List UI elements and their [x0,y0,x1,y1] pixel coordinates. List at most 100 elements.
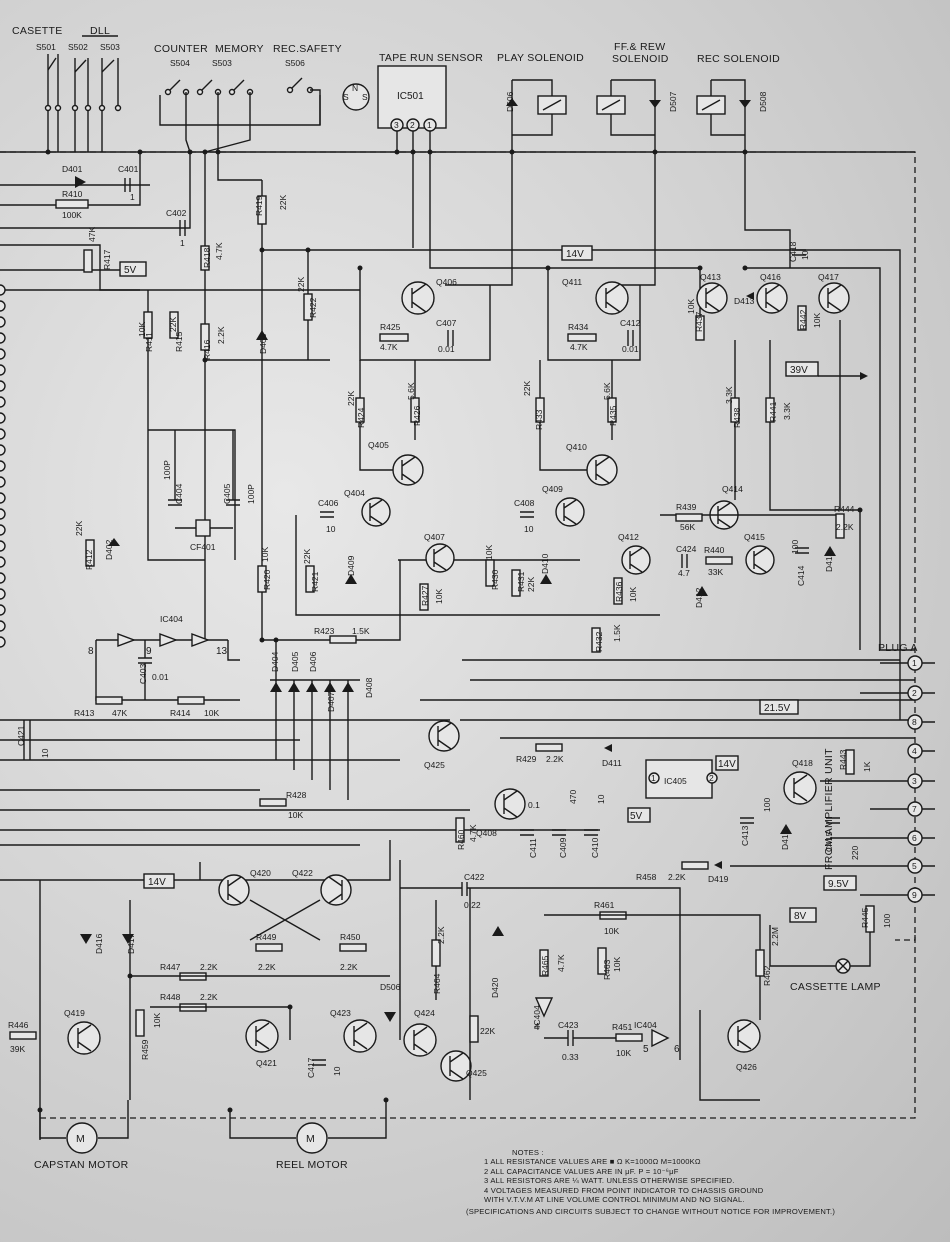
resistor-r427 [419,583,429,611]
svg-text:R440: R440 [704,545,725,555]
svg-text:R432: R432 [594,631,604,652]
diode-d405 [288,682,300,692]
svg-text:4.7K: 4.7K [468,824,478,842]
svg-text:Q425: Q425 [424,760,445,770]
resistor-r-22k [469,1015,479,1043]
svg-text:Q406: Q406 [436,277,457,287]
svg-text:C401: C401 [118,164,139,174]
svg-text:4.7: 4.7 [678,568,690,578]
capacitor-c405 [226,499,240,506]
capacitor-c423 [544,1030,616,1046]
svg-text:Q416: Q416 [760,272,781,282]
svg-text:C402: C402 [166,208,187,218]
svg-text:3: 3 [912,776,917,786]
resistor-r463 [615,1033,643,1042]
svg-text:D508: D508 [758,91,768,112]
tape-run-sensor-label: TAPE RUN SENSOR [379,52,483,64]
transistor-q415 [745,545,775,575]
ceramic-filter-cf401 [195,519,211,537]
note-line-5: WITH V.T.V.M AT LINE VOLUME CONTROL MINI… [484,1195,745,1205]
diode-d414 [824,546,836,556]
motor-control-section: 14V D416 D417 Q420 Q422 R449 2.2K R450 2… [0,840,780,1140]
reel-motor: M REEL MOTOR [229,1100,387,1171]
svg-text:10: 10 [332,1066,342,1076]
ff-rew-label: FF.& REW [614,41,665,53]
svg-text:6: 6 [912,833,917,843]
diode-d406 [306,682,318,692]
svg-text:Q418: Q418 [792,758,813,768]
diode-d410 [540,574,552,584]
note-line-2: 2 ALL CAPACITANCE VALUES ARE IN μF. P = … [484,1166,679,1176]
svg-text:C415: C415 [824,831,834,852]
svg-text:R415: R415 [174,331,184,352]
svg-text:C413: C413 [740,825,750,846]
svg-text:8: 8 [912,717,917,727]
notes-footer: (SPECIFICATIONS AND CIRCUITS SUBJECT TO … [466,1207,836,1217]
svg-text:C404: C404 [174,483,184,504]
capacitor-c417 [312,1059,326,1066]
svg-text:Q419: Q419 [64,1008,85,1018]
transistor-q417 [818,282,850,314]
diode-d412 [696,586,708,596]
svg-text:R459: R459 [140,1039,150,1060]
inverter-gate-2 [159,632,178,648]
svg-text:1: 1 [180,238,185,248]
transistor-q425-b [440,1050,472,1082]
svg-text:100P: 100P [246,484,256,504]
svg-text:C417: C417 [306,1057,316,1078]
svg-text:R430: R430 [490,569,500,590]
s503b-label: S503 [212,58,232,68]
transistor-q419 [67,1021,101,1055]
svg-text:1K: 1K [862,761,872,772]
capacitor-c418 [792,249,806,256]
memory-label: MEMORY [215,43,264,55]
svg-text:10K: 10K [288,810,303,820]
capacitor-c422 [400,882,681,1060]
svg-text:R434: R434 [568,322,589,332]
voltage-14v-c-box [143,873,175,889]
svg-text:D417: D417 [126,933,136,954]
svg-text:R441: R441 [768,401,778,422]
diode-d404 [270,682,282,692]
s506-label: S506 [285,58,305,68]
svg-text:C414: C414 [796,565,806,586]
q411-stage: Q411 R434 4.7K C412 0.01 14V [561,245,641,354]
svg-text:C403: C403 [138,663,148,684]
resistor-r416 [200,323,210,351]
svg-text:10: 10 [326,524,336,534]
voltage-5v-b: 5V [630,811,643,822]
from-amplifier-unit-label: FROM AMPLIFIER UNIT [823,748,835,870]
resistor-r425 [379,333,409,342]
capacitor-c421 [23,720,31,760]
diode-d416 [80,934,92,944]
capacitor-c401 [124,178,131,192]
rec-solenoid-label: REC SOLENOID [697,53,780,65]
note-line-1: 1 ALL RESISTANCE VALUES ARE ■ Ω K=1000Ω … [484,1157,701,1167]
svg-text:Q417: Q417 [818,272,839,282]
svg-text:2.2K: 2.2K [836,522,854,532]
svg-text:C408: C408 [514,498,535,508]
svg-text:10K: 10K [204,708,219,718]
svg-text:22K: 22K [74,521,84,536]
svg-text:100P: 100P [162,460,172,480]
svg-text:1: 1 [651,773,656,783]
svg-text:D415: D415 [780,829,790,850]
ic501-box [377,65,447,129]
voltage-14v-b: 14V [718,759,736,770]
middle-stage: R424 22K R426 5.6K R433 22K R435 5.6K R4… [344,340,792,530]
svg-text:Q404: Q404 [344,488,365,498]
wiring-upper [0,151,915,720]
svg-text:10: 10 [40,748,50,758]
inverter-gate-3 [191,632,210,648]
resistor-r431 [511,569,521,597]
resistor-r443 [845,749,855,775]
transistor-q409 [555,497,585,527]
svg-text:1: 1 [427,120,432,130]
svg-text:22K: 22K [346,391,356,406]
transistor-q408 [494,788,526,820]
ic501-label: IC501 [397,91,424,102]
cassette-label: CASETTE [12,25,63,37]
svg-text:4: 4 [912,746,917,756]
svg-text:R416: R416 [202,339,212,360]
svg-text:D420: D420 [490,977,500,998]
